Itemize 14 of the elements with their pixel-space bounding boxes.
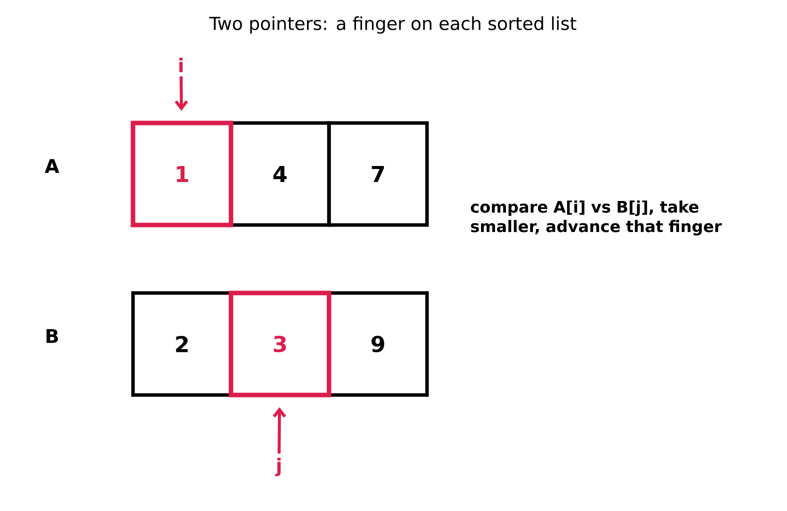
array-cell: 9	[327, 291, 429, 397]
row-label: B	[46, 329, 58, 343]
pointer-arrow	[174, 76, 188, 111]
array-cell: 4	[229, 121, 331, 227]
array-cell: 1	[130, 120, 234, 228]
pointer-arrow	[272, 407, 286, 454]
array-cell: 3	[228, 290, 332, 398]
array-cell: 2	[131, 291, 233, 397]
pointer-label: j	[275, 458, 281, 476]
note: compare A[i] vs B[j], take smaller, advance that finger	[470, 200, 722, 236]
array-cell: 7	[327, 121, 429, 227]
pointer-label: i	[179, 58, 183, 72]
title: Two pointers: a finger on each sorted list	[209, 16, 576, 34]
row-label: A	[44, 159, 60, 173]
